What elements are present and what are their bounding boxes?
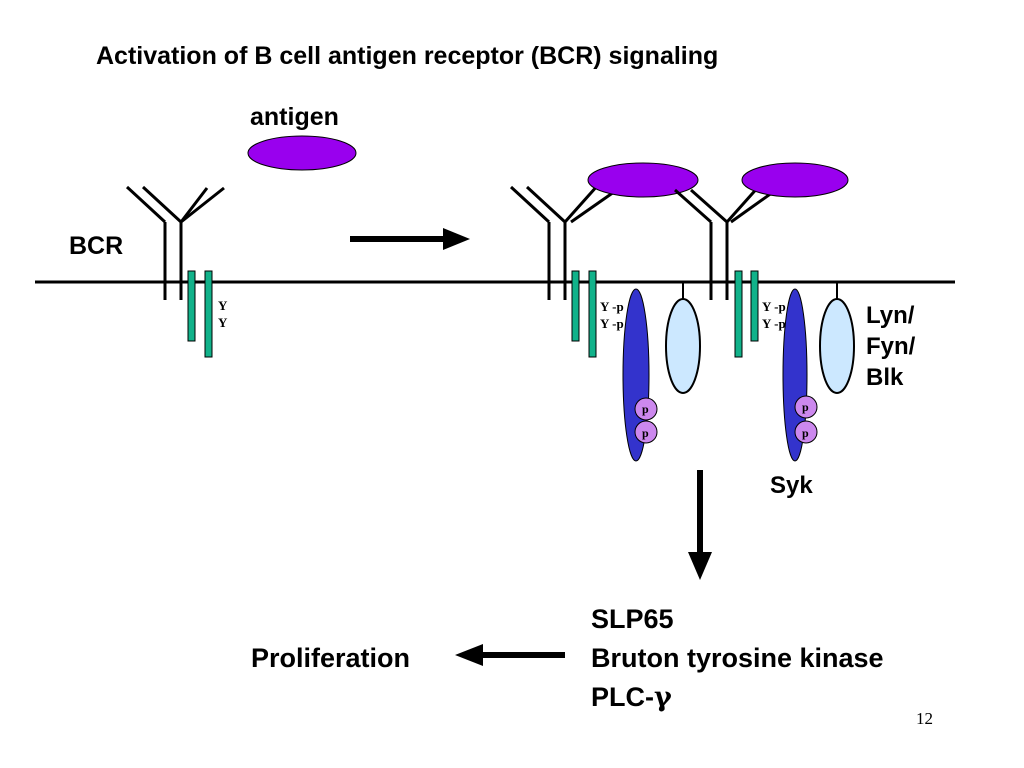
- phosphate-circle: [634, 420, 658, 444]
- activation-arrow: [350, 228, 470, 250]
- lyn-fyn-blk-label: Lyn/ Fyn/ Blk: [866, 300, 915, 393]
- downstream-arrow: [688, 470, 712, 580]
- gamma-symbol: γ: [654, 682, 672, 713]
- phosphate-circle: [634, 397, 658, 421]
- lyn-kinase-1: [665, 298, 701, 394]
- lyn-kinase-2: [819, 298, 855, 394]
- downstream-slp65: SLP65: [591, 604, 674, 634]
- ig-beta-resting: [204, 270, 213, 358]
- phospho-tyrosine-label: Y -p: [762, 316, 786, 331]
- phosphate-label: p: [642, 402, 649, 416]
- downstream-btk: Bruton tyrosine kinase: [591, 643, 884, 673]
- phosphate-label: p: [802, 400, 809, 414]
- ig-alpha-activated-2: [734, 270, 743, 358]
- bcr-label: BCR: [69, 232, 124, 260]
- kinase-label-fyn: Fyn/: [866, 333, 916, 360]
- antigen-bound-1: [587, 162, 699, 198]
- phospho-tyrosine-label: Y -p: [600, 316, 624, 331]
- ig-alpha-activated-1: [571, 270, 580, 342]
- slide-title: Activation of B cell antigen receptor (B…: [96, 42, 719, 70]
- syk-kinase-2: [782, 288, 808, 462]
- downstream-molecules: SLP65 Bruton tyrosine kinase PLC-γ: [591, 600, 884, 717]
- phosphate-circle: [794, 420, 818, 444]
- proliferation-arrow: [455, 644, 565, 666]
- phosphate-label: p: [802, 426, 809, 440]
- antigen-bound-2: [741, 162, 849, 198]
- kinase-label-blk: Blk: [866, 364, 904, 391]
- proliferation-label: Proliferation: [251, 643, 411, 673]
- phospho-tyrosine-label: Y -p: [762, 299, 786, 314]
- page-number: 12: [916, 709, 933, 728]
- phospho-tyrosine-label: Y -p: [600, 299, 624, 314]
- tyrosine-label: Y: [218, 298, 228, 313]
- syk-label: Syk: [770, 472, 813, 499]
- tyrosine-label: Y: [218, 315, 228, 330]
- ig-beta-activated-2: [750, 270, 759, 342]
- kinase-label-lyn: Lyn/: [866, 302, 915, 329]
- phosphate-circle: [794, 395, 818, 419]
- bcr-resting: [125, 185, 225, 300]
- phosphate-label: p: [642, 426, 649, 440]
- ig-beta-activated-1: [588, 270, 597, 358]
- downstream-plc: PLC-γ: [591, 678, 884, 717]
- plc-prefix: PLC-: [591, 682, 654, 712]
- antigen-free: [247, 135, 357, 171]
- ig-alpha-resting: [187, 270, 196, 342]
- antigen-label: antigen: [250, 103, 339, 131]
